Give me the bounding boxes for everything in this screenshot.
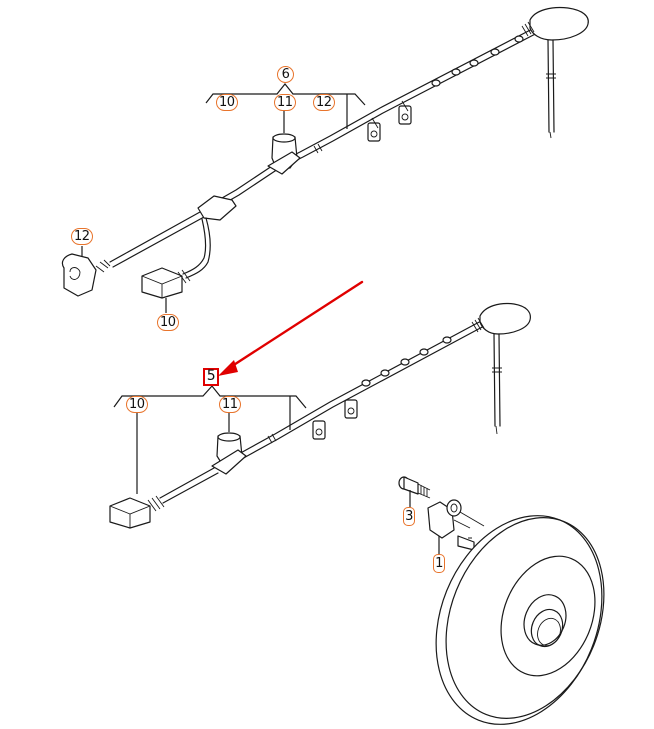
bolt [398, 476, 431, 508]
callout-6[interactable]: 6 [277, 66, 294, 83]
brake-disc [435, 515, 605, 725]
callout-6-10[interactable]: 10 [216, 94, 238, 111]
cable-grommets-lower [361, 336, 452, 387]
harness-5 [109, 302, 531, 529]
speed-sensor-assembly [398, 476, 605, 725]
cable-clips [367, 100, 412, 142]
callout-10-connector-upper[interactable]: 10 [157, 314, 179, 331]
callout-3-bolt[interactable]: 3 [403, 507, 415, 526]
callout-6-11[interactable]: 11 [274, 94, 296, 111]
cable-clips-lower [312, 399, 358, 440]
callout-5-10[interactable]: 10 [126, 396, 148, 413]
highlight-arrow [218, 280, 364, 376]
callout-1-sensor[interactable]: 1 [433, 554, 445, 573]
cable-grommets [431, 35, 524, 87]
callout-12-connector[interactable]: 12 [71, 228, 93, 245]
callout-5-11[interactable]: 11 [219, 396, 241, 413]
wheel-speed-sensor [427, 499, 485, 554]
harness-6 [61, 6, 589, 313]
callout-6-12[interactable]: 12 [313, 94, 335, 111]
callout-5-highlighted[interactable]: 5 [203, 368, 219, 386]
